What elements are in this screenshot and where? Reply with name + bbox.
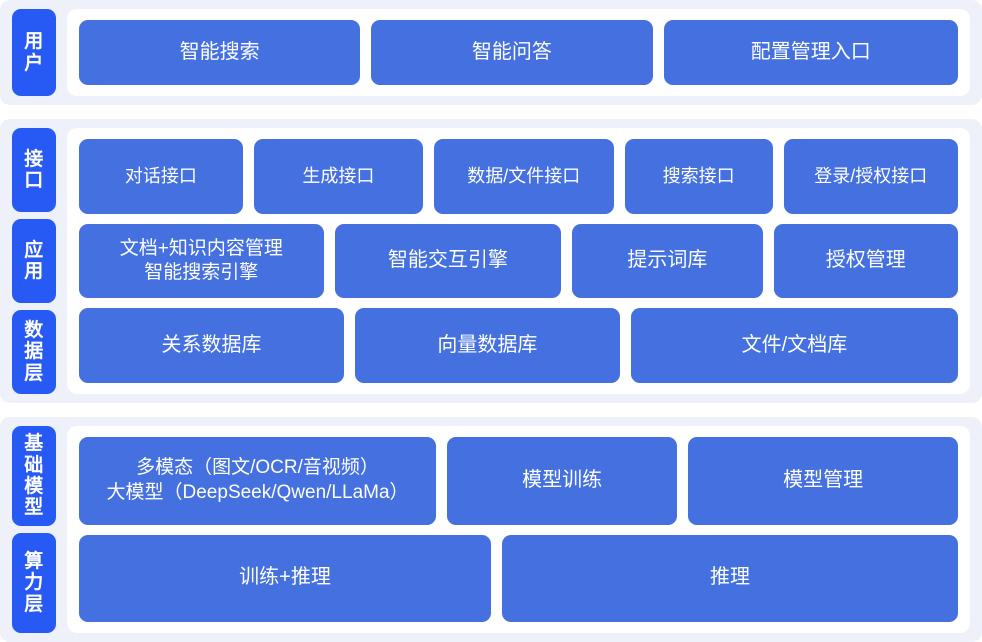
row-application: 文档+知识内容管理 智能搜索引擎 智能交互引擎 提示词库 授权管理 <box>79 223 958 299</box>
layer-tab-interface-char-1: 口 <box>24 170 44 191</box>
layer-tab-foundation-model-char-3: 型 <box>24 497 44 519</box>
layer-rail-middle: 接 口 应 用 数 据 层 <box>12 128 56 394</box>
layer-tab-user[interactable]: 用 户 <box>12 9 56 96</box>
node-dialog-api[interactable]: 对话接口 <box>79 139 243 214</box>
node-config-management-entry[interactable]: 配置管理入口 <box>663 20 959 85</box>
layer-tab-foundation-model-char-1: 础 <box>24 454 44 476</box>
node-smart-search[interactable]: 智能搜索 <box>79 20 361 85</box>
node-model-training[interactable]: 模型训练 <box>447 437 678 525</box>
row-compute: 训练+推理 推理 <box>79 534 958 622</box>
layer-tab-user-char-0: 用 <box>24 31 44 53</box>
node-search-api[interactable]: 搜索接口 <box>624 139 773 214</box>
layer-tab-application-char-0: 应 <box>24 239 44 261</box>
node-login-auth-api[interactable]: 登录/授权接口 <box>783 139 958 214</box>
card-middle: 对话接口 生成接口 数据/文件接口 搜索接口 登录/授权接口 文档+知识内容管理… <box>67 128 970 394</box>
node-file-document-store[interactable]: 文件/文档库 <box>630 308 958 384</box>
layer-tab-application[interactable]: 应 用 <box>12 219 56 303</box>
layer-tab-compute[interactable]: 算 力 层 <box>12 533 56 633</box>
layer-tab-compute-char-0: 算 <box>24 551 44 573</box>
node-vector-database[interactable]: 向量数据库 <box>354 308 620 384</box>
layer-tab-compute-char-2: 层 <box>24 593 44 615</box>
card-bottom: 多模态（图文/OCR/音视频） 大模型（DeepSeek/Qwen/LLaMa）… <box>67 426 970 633</box>
layer-rail-bottom: 基 础 模 型 算 力 层 <box>12 426 56 633</box>
layer-rail-user: 用 户 <box>12 9 56 96</box>
row-interface: 对话接口 生成接口 数据/文件接口 搜索接口 登录/授权接口 <box>79 139 958 214</box>
layer-tab-data-char-1: 据 <box>24 341 44 363</box>
node-smart-qa[interactable]: 智能问答 <box>371 20 653 85</box>
layer-tab-interface[interactable]: 接 口 <box>12 128 56 212</box>
section-middle: 接 口 应 用 数 据 层 对话接口 生成接口 数据/文件接口 搜索接口 登录/… <box>0 119 982 403</box>
section-bottom: 基 础 模 型 算 力 层 多模态（图文/OCR/音视频） 大模型（DeepSe… <box>0 417 982 642</box>
layer-tab-compute-char-1: 力 <box>24 572 44 594</box>
row-foundation-model: 多模态（图文/OCR/音视频） 大模型（DeepSeek/Qwen/LLaMa）… <box>79 437 958 525</box>
layer-tab-user-char-1: 户 <box>24 52 44 74</box>
layer-tab-data-char-0: 数 <box>24 320 44 342</box>
node-inference[interactable]: 推理 <box>502 534 958 622</box>
row-user: 智能搜索 智能问答 配置管理入口 <box>79 20 959 85</box>
node-doc-knowledge-management[interactable]: 文档+知识内容管理 智能搜索引擎 <box>79 223 324 299</box>
node-relational-database[interactable]: 关系数据库 <box>79 308 344 384</box>
node-data-file-api[interactable]: 数据/文件接口 <box>433 139 614 214</box>
layer-tab-foundation-model-char-2: 模 <box>24 476 44 497</box>
node-authorization-management[interactable]: 授权管理 <box>773 223 958 299</box>
node-generation-api[interactable]: 生成接口 <box>253 139 423 214</box>
node-smart-interaction-engine[interactable]: 智能交互引擎 <box>334 223 562 299</box>
node-prompt-library[interactable]: 提示词库 <box>572 223 763 299</box>
node-model-management[interactable]: 模型管理 <box>688 437 958 525</box>
layer-tab-application-char-1: 用 <box>24 261 44 282</box>
layer-tab-data[interactable]: 数 据 层 <box>12 310 56 394</box>
section-user: 用 户 智能搜索 智能问答 配置管理入口 <box>0 0 982 105</box>
layer-tab-interface-char-0: 接 <box>24 148 44 170</box>
row-data: 关系数据库 向量数据库 文件/文档库 <box>79 308 958 384</box>
layer-tab-data-char-2: 层 <box>24 362 44 384</box>
layer-tab-foundation-model[interactable]: 基 础 模 型 <box>12 426 56 526</box>
layer-tab-foundation-model-char-0: 基 <box>24 433 44 455</box>
node-multimodal-large-model[interactable]: 多模态（图文/OCR/音视频） 大模型（DeepSeek/Qwen/LLaMa） <box>79 437 437 525</box>
node-training-inference[interactable]: 训练+推理 <box>79 534 491 622</box>
card-user: 智能搜索 智能问答 配置管理入口 <box>67 9 970 96</box>
